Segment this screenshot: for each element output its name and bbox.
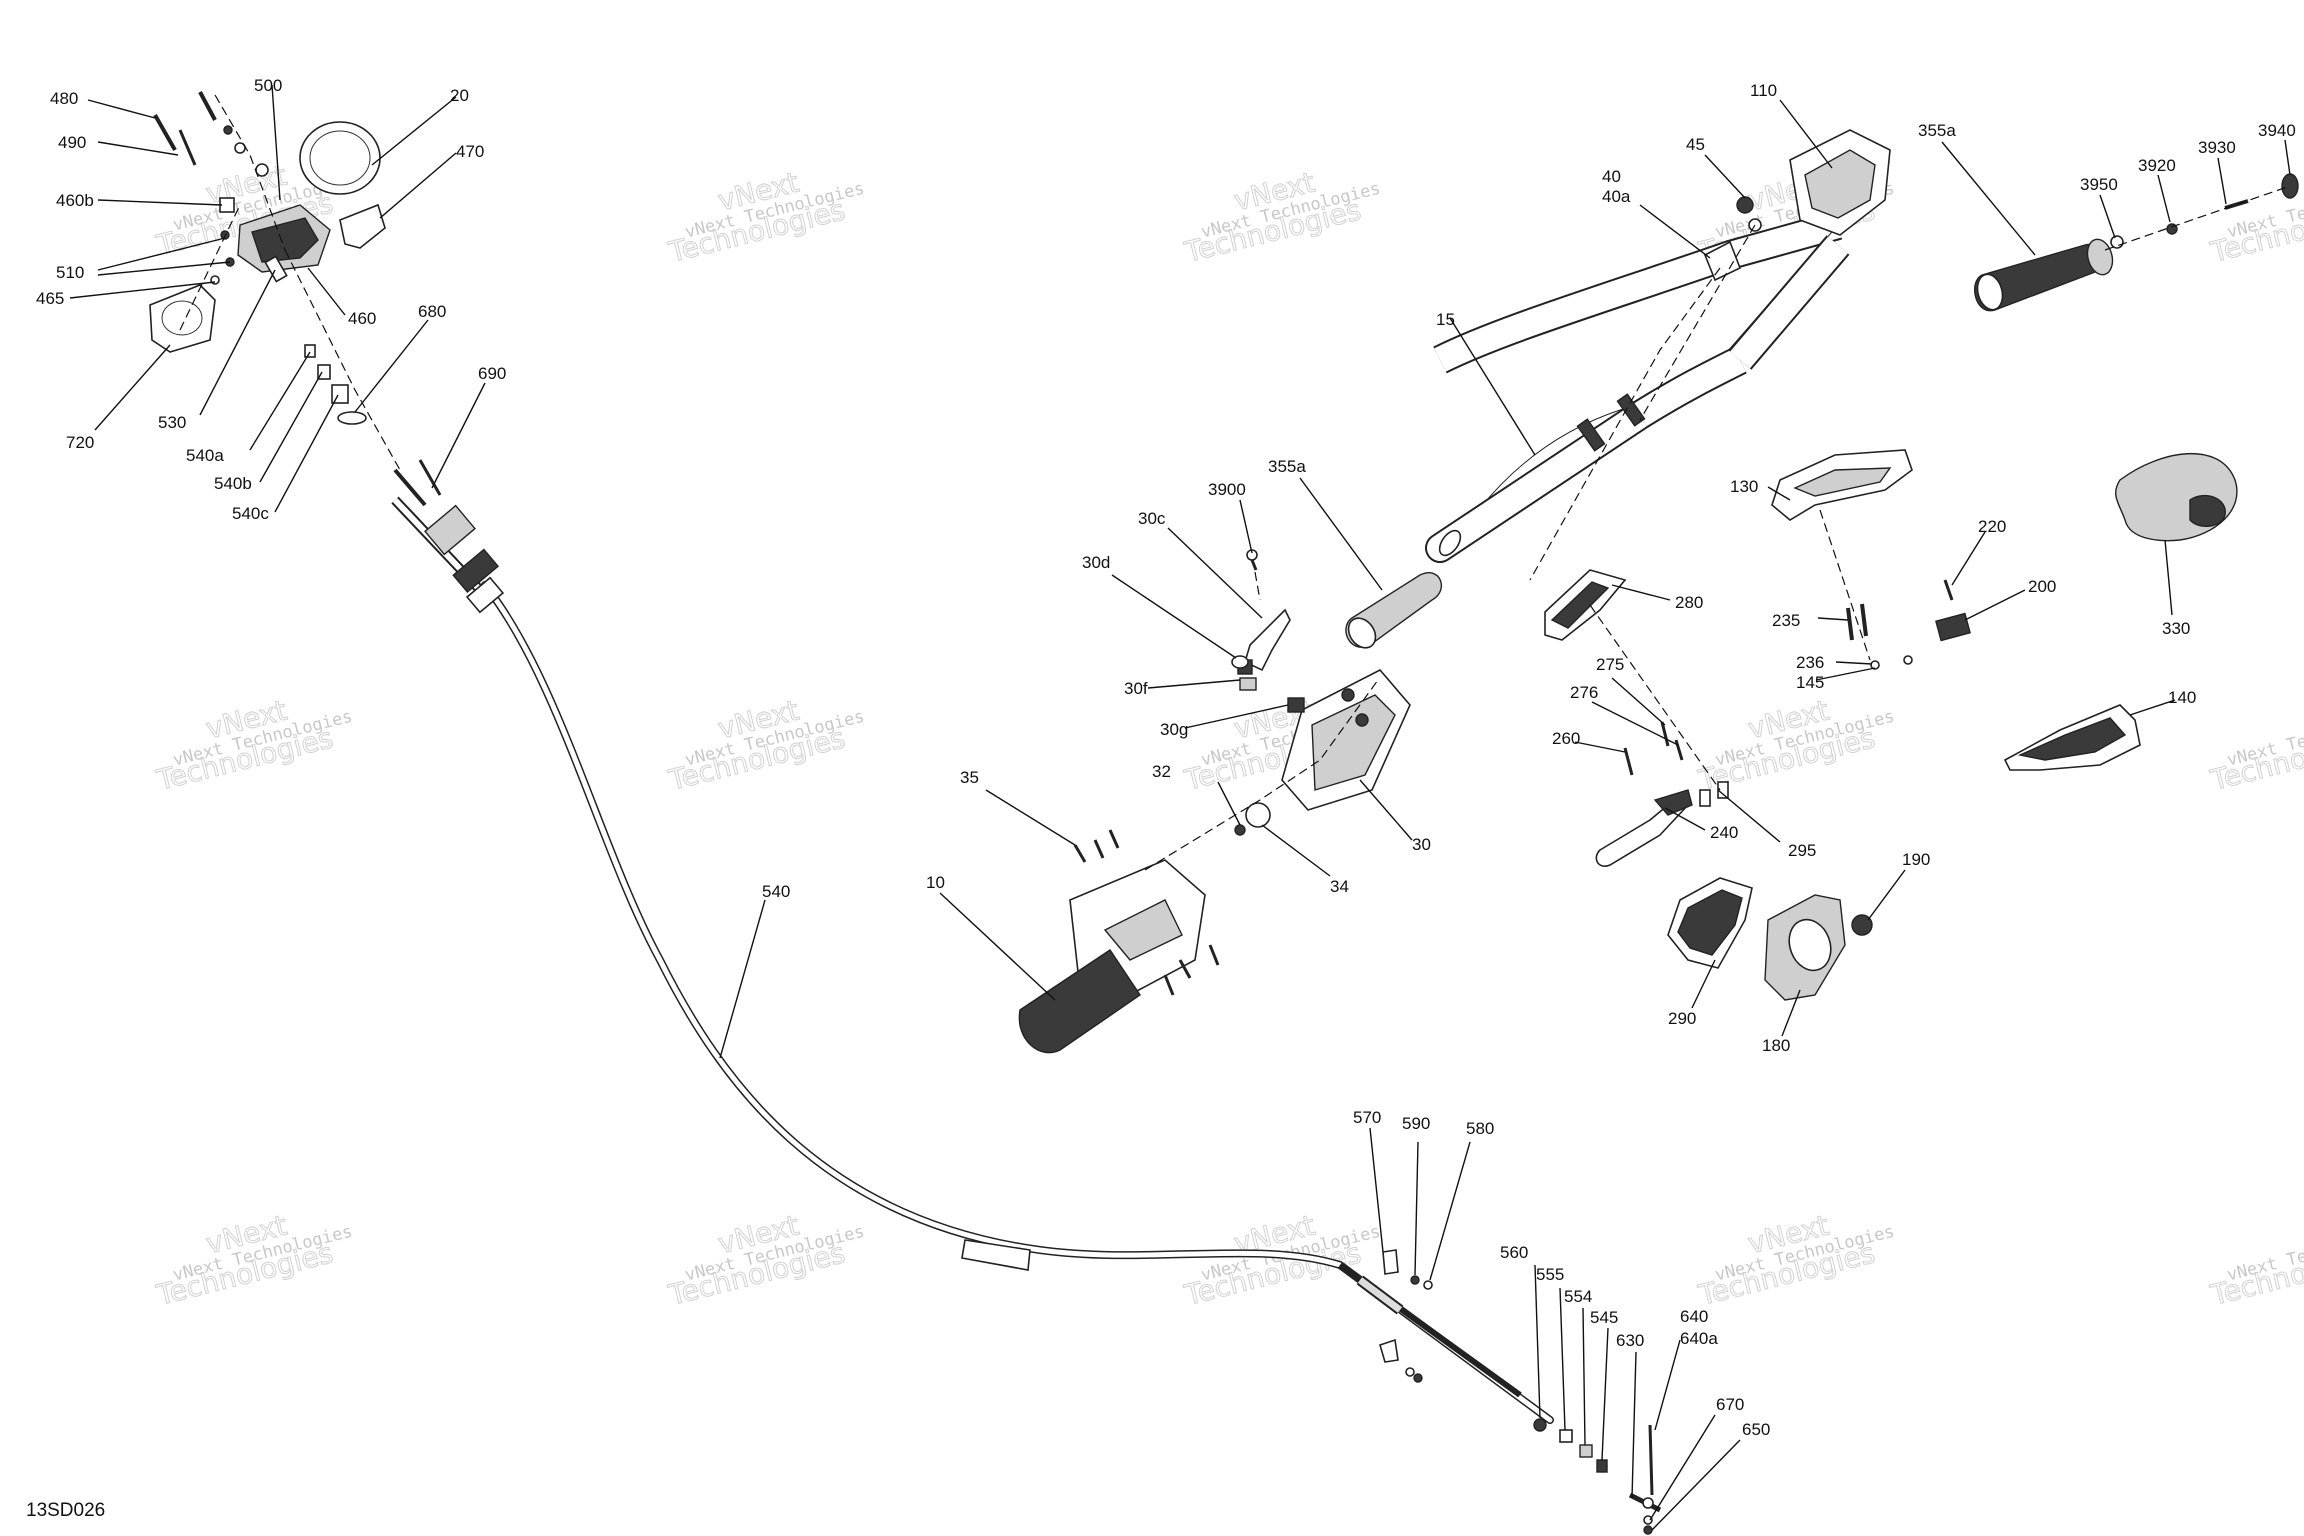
callout-10: 10 [926, 873, 945, 892]
callout-145: 145 [1796, 673, 1824, 692]
callout-276: 276 [1570, 683, 1598, 702]
callout-630: 630 [1616, 1331, 1644, 1350]
throttle-cable [391, 496, 1554, 1424]
callout-560: 560 [1500, 1243, 1528, 1262]
callout-labels: 480 490 460b 510 465 500 20 470 460 720 … [36, 76, 2296, 1439]
callout-3920: 3920 [2138, 156, 2176, 175]
callout-295: 295 [1788, 841, 1816, 860]
callout-110: 110 [1750, 81, 1777, 100]
left-grip-and-throttle-body [1018, 549, 1443, 1054]
callout-500: 500 [254, 76, 282, 95]
callout-3940: 3940 [2258, 121, 2296, 140]
callout-260: 260 [1552, 729, 1580, 748]
callout-235: 235 [1772, 611, 1800, 630]
callout-570: 570 [1353, 1108, 1381, 1127]
callout-355a-mid: 355a [1268, 457, 1306, 476]
watermark-layer: Technologies vNext Technologies vNext Te… [152, 158, 2304, 1312]
callout-510: 510 [56, 263, 84, 282]
callout-35: 35 [960, 768, 979, 787]
callout-40a: 40a [1602, 187, 1631, 206]
callout-540a: 540a [186, 446, 224, 465]
callout-220: 220 [1978, 517, 2006, 536]
callout-130: 130 [1730, 477, 1758, 496]
callout-355a-top: 355a [1918, 121, 1956, 140]
callout-190: 190 [1902, 850, 1930, 869]
callout-670: 670 [1716, 1395, 1744, 1414]
callout-20: 20 [450, 86, 469, 105]
callout-32: 32 [1152, 762, 1171, 781]
callout-555: 555 [1536, 1265, 1564, 1284]
callout-45: 45 [1686, 135, 1705, 154]
callout-480: 480 [50, 89, 78, 108]
callout-540: 540 [762, 882, 790, 901]
callout-30d: 30d [1082, 553, 1110, 572]
callout-545: 545 [1590, 1308, 1618, 1327]
brake-lever-assembly [1544, 449, 2238, 1001]
handlebar-grip-right [1974, 173, 2299, 312]
callout-470: 470 [456, 142, 484, 161]
callout-34: 34 [1330, 877, 1349, 896]
callout-15: 15 [1436, 310, 1455, 329]
callout-30c: 30c [1138, 509, 1166, 528]
callout-30g: 30g [1160, 720, 1188, 739]
callout-200: 200 [2028, 577, 2056, 596]
callout-680: 680 [418, 302, 446, 321]
callout-290: 290 [1668, 1009, 1696, 1028]
callout-460b: 460b [56, 191, 94, 210]
handlebar [1425, 210, 1850, 563]
callout-240: 240 [1710, 823, 1738, 842]
leader-lines [69, 84, 2291, 1531]
callout-30f: 30f [1124, 679, 1148, 698]
throttle-housing-assembly [149, 91, 442, 507]
callout-580: 580 [1466, 1119, 1494, 1138]
cable-end-hardware [1379, 1249, 1662, 1535]
callout-465: 465 [36, 289, 64, 308]
callout-690: 690 [478, 364, 506, 383]
callout-650: 650 [1742, 1420, 1770, 1439]
callout-460: 460 [348, 309, 376, 328]
callout-3950: 3950 [2080, 175, 2118, 194]
callout-590: 590 [1402, 1114, 1430, 1133]
callout-640: 640 [1680, 1307, 1708, 1326]
drawing-code: 13SD026 [26, 1500, 105, 1521]
right-control-housing [1529, 129, 1891, 581]
callout-275: 275 [1596, 655, 1624, 674]
callout-490: 490 [58, 133, 86, 152]
callout-280: 280 [1675, 593, 1703, 612]
callout-554: 554 [1564, 1287, 1592, 1306]
callout-40: 40 [1602, 167, 1621, 186]
callout-30: 30 [1412, 835, 1431, 854]
callout-720: 720 [66, 433, 94, 452]
callout-540b: 540b [214, 474, 252, 493]
callout-140: 140 [2168, 688, 2196, 707]
callout-236: 236 [1796, 653, 1824, 672]
callout-3930: 3930 [2198, 138, 2236, 157]
callout-640a: 640a [1680, 1329, 1718, 1348]
callout-330: 330 [2162, 619, 2190, 638]
callout-3900: 3900 [1208, 480, 1246, 499]
callout-540c: 540c [232, 504, 269, 523]
callout-530: 530 [158, 413, 186, 432]
callout-180: 180 [1762, 1036, 1790, 1055]
